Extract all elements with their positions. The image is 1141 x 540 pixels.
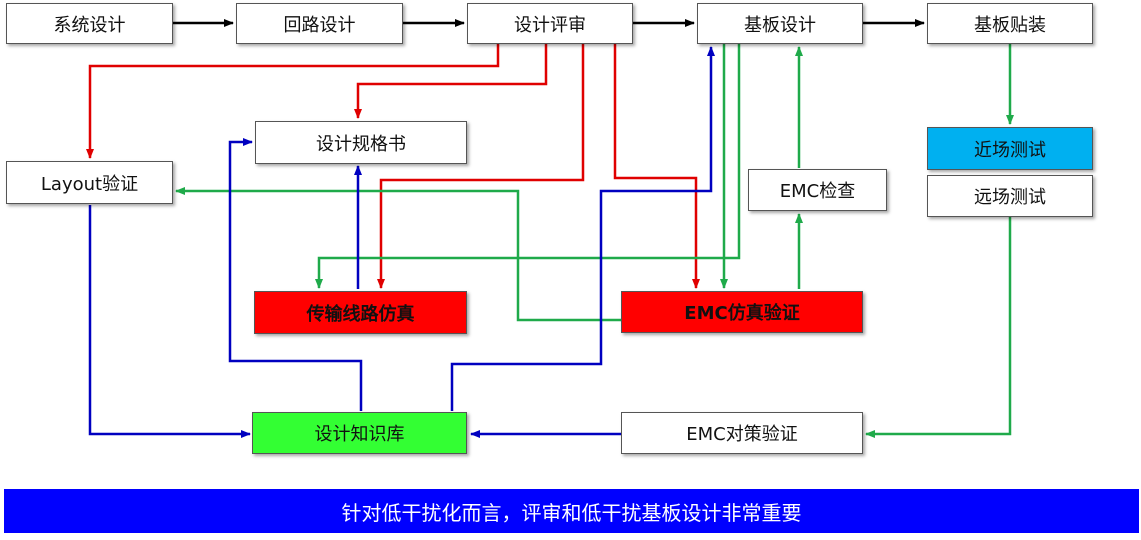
flow-layout-to-knowledge (88, 205, 251, 438)
circuit-design-box: 回路设计 (236, 3, 403, 44)
flow-far-field-to-emc-measure (865, 217, 1012, 438)
emc-measure-verify-box: EMC对策验证 (621, 412, 863, 454)
design-spec-box: 设计规格书 (255, 121, 467, 164)
flow-review-to-spec (354, 44, 548, 119)
knowledge-base-box: 设计知识库 (252, 412, 467, 454)
flow-review-to-tl-sim (377, 44, 585, 289)
emc-check-box: EMC检查 (748, 169, 887, 211)
flow-review-to-emc-sim (613, 44, 700, 289)
tl-simulation-box: 传输线路仿真 (254, 291, 467, 334)
flow-review-to-layout (86, 44, 500, 159)
far-field-test-box: 远场测试 (927, 175, 1093, 217)
flow-emc-sim-to-layout (175, 187, 621, 322)
flow-knowledge-to-board (450, 46, 715, 411)
design-review-box: 设计评审 (467, 3, 633, 44)
layout-verify-box: Layout验证 (6, 161, 173, 204)
board-assembly-box: 基板贴装 (927, 3, 1093, 44)
emc-sim-verify-box: EMC仿真验证 (621, 291, 863, 333)
flow-board-to-tl-sim (315, 44, 741, 289)
summary-banner: 针对低干扰化而言，评审和低干扰基板设计非常重要 (4, 489, 1139, 533)
board-design-box: 基板设计 (697, 3, 863, 44)
flow-knowledge-to-spec (228, 138, 363, 411)
system-design-box: 系统设计 (6, 3, 173, 44)
near-field-test-box: 近场测试 (927, 127, 1093, 170)
